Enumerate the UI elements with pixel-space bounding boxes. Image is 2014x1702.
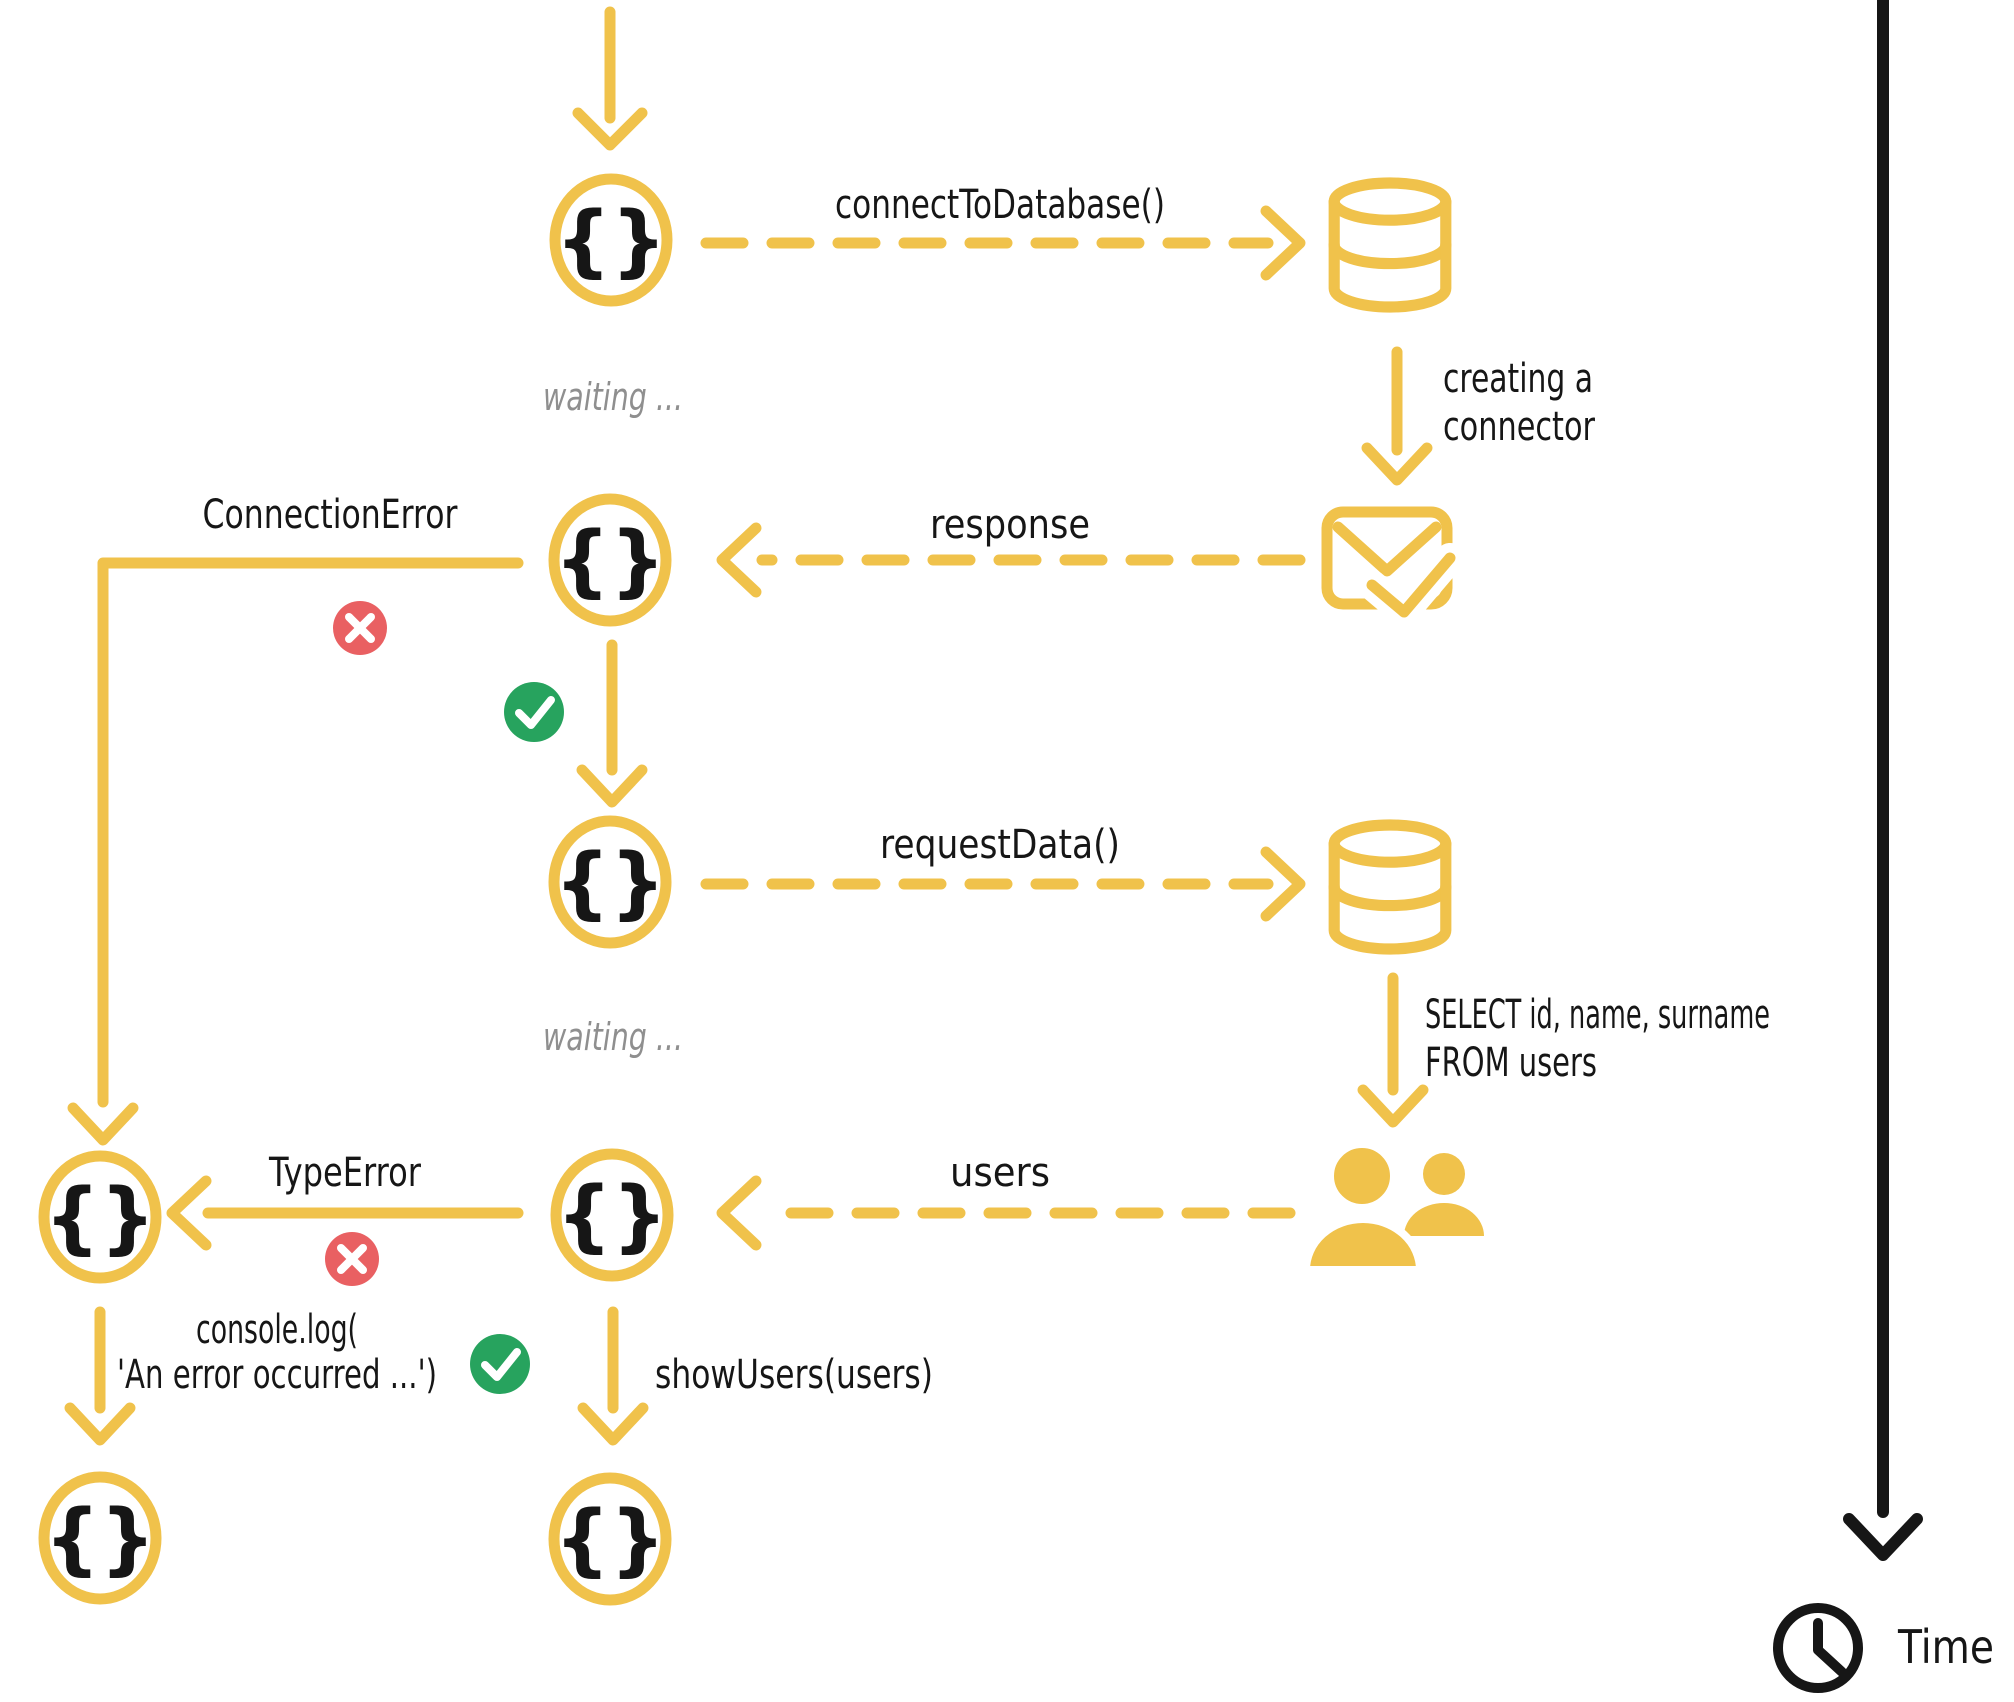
promise-node-4	[550, 1148, 674, 1282]
mail-check-mark-icon	[1366, 552, 1456, 618]
console-log-label-line2: 'An error occurred ...')	[117, 1352, 437, 1398]
request-data-label: requestData()	[880, 822, 1120, 868]
connect-call-label: connectToDatabase()	[835, 182, 1165, 228]
promise-node-2	[548, 493, 672, 627]
database-icon-top	[1328, 177, 1452, 226]
time-axis-arrow-head	[1843, 1513, 1923, 1561]
sql-query-label-line2: FROM users	[1425, 1040, 1597, 1086]
database-icon-body	[1328, 196, 1452, 313]
show-users-label: showUsers(users)	[655, 1352, 933, 1398]
sql-query-arrow-head	[1357, 1084, 1429, 1128]
request-data-arrow-head	[1260, 846, 1306, 922]
final-node-error-braces: {}	[44, 1494, 155, 1584]
resolve-arrow-1-head	[576, 764, 648, 808]
catch-continue-arrow-head	[64, 1402, 136, 1446]
promise-node-1	[549, 173, 673, 307]
response-label: response	[930, 502, 1090, 548]
waiting-status-bottom: waiting ...	[543, 1015, 683, 1059]
creating-connector-arrow-head	[1361, 442, 1433, 486]
connection-error-reject-arrow-head	[67, 1102, 139, 1146]
final-node-success-braces: {}	[554, 1495, 665, 1585]
error-x-2-stroke-2	[337, 1244, 367, 1274]
final-node-success-path	[548, 1472, 672, 1606]
users-icon-big-body	[1301, 1215, 1425, 1274]
start-arrow-head	[572, 107, 648, 151]
error-x-stroke-2	[345, 613, 375, 643]
clock-hands-icon	[1813, 1618, 1847, 1677]
connection-error-reject-path	[97, 557, 524, 1108]
creating-connector-label-line1: creating a	[1443, 356, 1593, 402]
database-icon-2-middle	[1328, 881, 1452, 912]
mail-flap-icon	[1332, 521, 1442, 577]
sql-query-label-line1: SELECT id, name, surname	[1425, 992, 1770, 1038]
promise-node-4-braces: {}	[556, 1171, 667, 1261]
promise-node-3-braces: {}	[554, 838, 665, 928]
success-check-icon-2	[470, 1334, 530, 1394]
database-icon-2-top	[1328, 819, 1452, 868]
database-icon-2-body	[1328, 838, 1452, 955]
time-axis-label: Time	[1897, 1620, 1994, 1674]
clock-icon	[1773, 1603, 1863, 1693]
users-result-arrow-head	[716, 1175, 762, 1251]
show-users-arrow-head	[577, 1402, 649, 1446]
type-error-label: TypeError	[268, 1150, 421, 1196]
final-node-error-path	[38, 1471, 162, 1605]
connect-call-arrow-head	[1260, 205, 1306, 281]
promise-node-2-braces: {}	[554, 516, 665, 606]
catch-node	[38, 1150, 162, 1284]
users-icon-big-head	[1326, 1140, 1398, 1212]
success-check-mark	[515, 696, 555, 729]
users-icon-small-head	[1423, 1153, 1465, 1195]
database-icon-2	[1328, 819, 1452, 955]
success-check-2-mark	[481, 1348, 521, 1381]
success-check-icon	[504, 682, 564, 742]
console-log-label-line1: console.log(	[196, 1307, 358, 1353]
connection-error-label: ConnectionError	[203, 492, 458, 538]
creating-connector-label-line2: connector	[1443, 404, 1595, 450]
type-error-arrow-head	[166, 1175, 212, 1251]
database-icon	[1328, 177, 1452, 313]
promise-node-1-braces: {}	[555, 196, 666, 286]
catch-node-braces: {}	[44, 1173, 155, 1263]
database-icon-middle	[1328, 239, 1452, 270]
users-result-label: users	[950, 1150, 1050, 1196]
response-arrow-head	[716, 522, 762, 598]
users-icon-small-body	[1404, 1203, 1484, 1236]
waiting-status-top: waiting ...	[543, 375, 683, 419]
promise-node-3	[548, 815, 672, 949]
